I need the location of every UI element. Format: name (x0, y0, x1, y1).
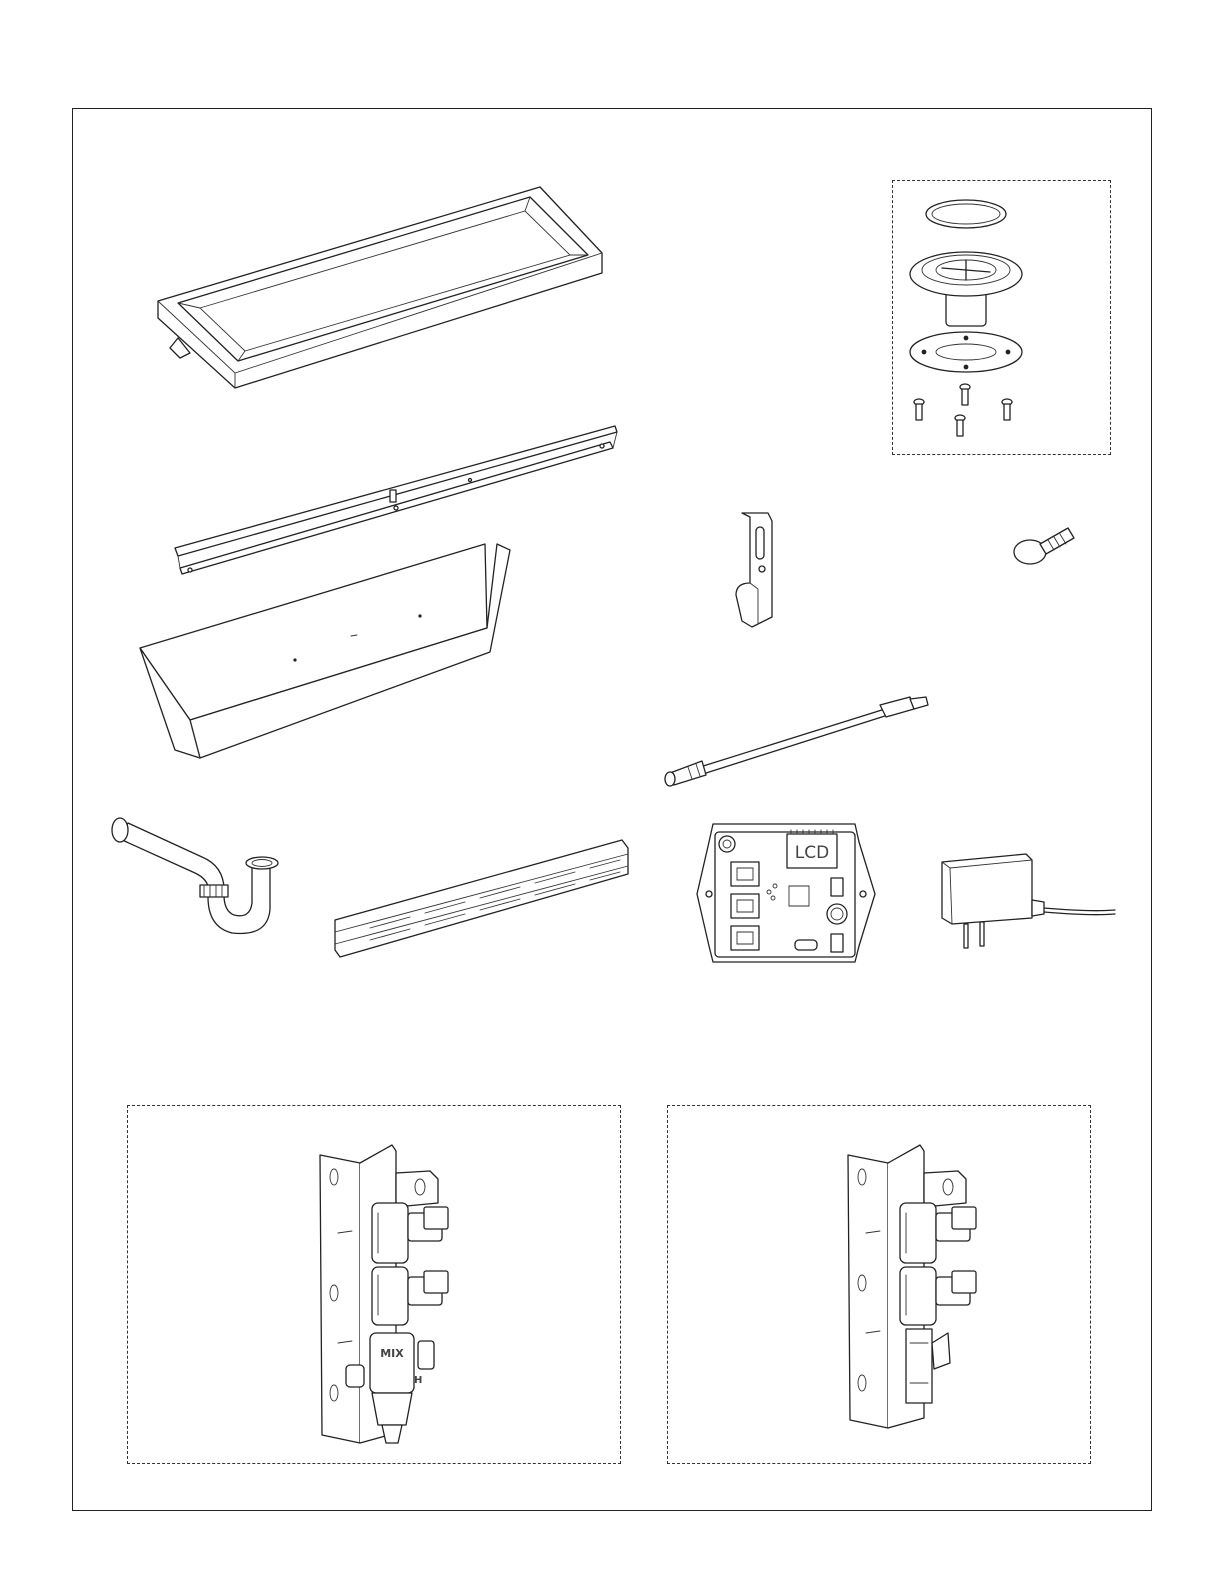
valve-assembly-standard-illustration (838, 1143, 993, 1443)
mix-label: MIX (380, 1347, 404, 1360)
trough-basin-illustration (150, 183, 610, 405)
control-board-illustration: LCD (695, 822, 880, 967)
p-trap-illustration (100, 815, 290, 940)
thumb-screw-illustration (1010, 520, 1080, 570)
apron-panel-illustration (135, 540, 535, 760)
valve-assembly-mixing-illustration: MIX H (310, 1143, 465, 1463)
drain-kit-illustration (892, 180, 1111, 455)
sensor-cable-illustration (660, 695, 935, 790)
hot-label: H (414, 1375, 422, 1386)
mounting-channel-illustration (330, 832, 635, 965)
lcd-label: LCD (795, 843, 829, 863)
mounting-bracket-illustration (728, 505, 788, 630)
power-adapter-illustration (940, 852, 1125, 957)
